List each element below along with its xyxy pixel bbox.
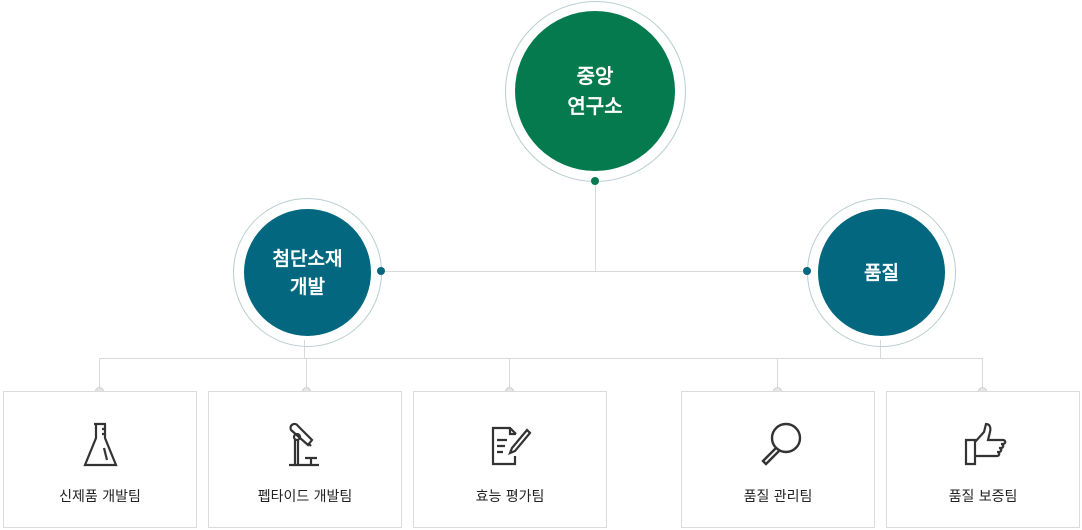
team-card[interactable]: 품질 관리팀 bbox=[681, 391, 875, 528]
division-label: 품질 bbox=[864, 261, 899, 284]
connector-dot bbox=[591, 177, 599, 185]
division-node-advanced-materials[interactable]: 첨단소재 개발 bbox=[244, 209, 371, 336]
connector bbox=[306, 358, 307, 388]
division-label-line1: 첨단소재 bbox=[272, 247, 343, 270]
center-node[interactable]: 중앙 연구소 bbox=[515, 11, 675, 171]
document-pen-icon bbox=[491, 426, 532, 466]
magnifier-icon bbox=[761, 422, 802, 466]
connector bbox=[777, 358, 778, 388]
team-card[interactable]: 품질 보증팀 bbox=[886, 391, 1080, 528]
center-label-line1: 중앙 bbox=[576, 64, 614, 88]
connector bbox=[880, 340, 881, 358]
team-card[interactable]: 펩타이드 개발팀 bbox=[208, 391, 402, 528]
division-node-quality[interactable]: 품질 bbox=[818, 209, 945, 336]
team-label: 신제품 개발팀 bbox=[59, 489, 141, 505]
division-label-line2: 개발 bbox=[290, 275, 325, 298]
thumbs-up-icon bbox=[964, 422, 1007, 466]
connector bbox=[982, 358, 983, 388]
connector bbox=[99, 358, 983, 359]
microscope-icon bbox=[289, 422, 319, 467]
team-label: 펩타이드 개발팀 bbox=[257, 489, 353, 505]
team-label: 효능 평가팀 bbox=[475, 489, 545, 505]
team-card[interactable]: 신제품 개발팀 bbox=[3, 391, 197, 528]
connector-dot bbox=[803, 267, 811, 275]
connector bbox=[99, 358, 100, 388]
connector bbox=[595, 182, 596, 272]
team-label: 품질 관리팀 bbox=[743, 489, 813, 505]
connector bbox=[304, 340, 305, 358]
team-card[interactable]: 효능 평가팀 bbox=[413, 391, 607, 528]
connector bbox=[509, 358, 510, 388]
team-label: 품질 보증팀 bbox=[948, 489, 1018, 505]
connector bbox=[381, 271, 807, 272]
flask-icon bbox=[83, 422, 118, 467]
center-label-line2: 연구소 bbox=[567, 94, 623, 118]
connector-dot bbox=[377, 267, 385, 275]
